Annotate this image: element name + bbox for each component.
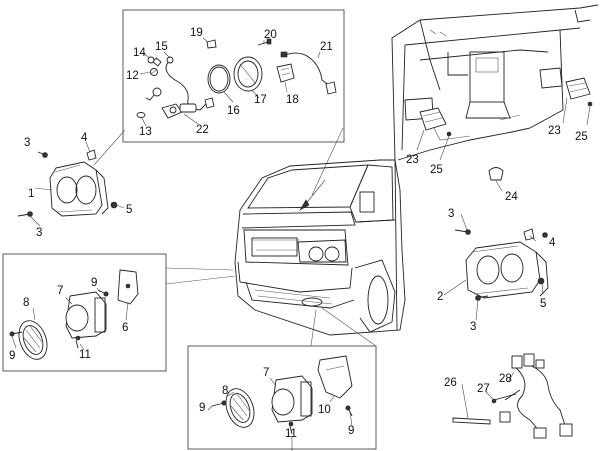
callout-3-left-bottom: 3	[36, 227, 42, 239]
nut-5-left	[110, 201, 118, 209]
callout-1: 1	[28, 188, 34, 200]
relay-18	[276, 63, 295, 83]
callout-4-right: 4	[549, 237, 556, 249]
fog-ring-8-right	[225, 388, 255, 428]
nut-5-right-cab	[542, 232, 548, 238]
bulb-13	[136, 112, 146, 118]
reflector-17	[233, 56, 263, 92]
callout-17: 17	[254, 94, 267, 106]
callout-22: 22	[196, 124, 209, 136]
callout-9-right-ring: 9	[199, 402, 205, 414]
screw-20	[257, 38, 272, 46]
callout-27: 27	[477, 383, 490, 395]
leader-box-to-foglamp	[310, 307, 377, 347]
headlamp-1	[49, 161, 109, 217]
screw-9-right-bracket	[345, 405, 353, 417]
callout-3-right-bottom: 3	[470, 321, 476, 333]
ring-16	[207, 64, 231, 94]
callout-7-left: 7	[57, 285, 63, 297]
screw-11-right	[288, 421, 294, 435]
socket-bulb-cluster	[145, 87, 162, 101]
leader-box-to-bumper	[165, 267, 236, 285]
cap-19	[206, 39, 217, 49]
bracket-10-right	[317, 355, 353, 399]
screw-9-right-ring	[211, 400, 227, 407]
bulb-14	[147, 56, 162, 67]
screw-3-left-top	[37, 151, 48, 158]
bulb-22	[161, 103, 197, 119]
callout-19: 19	[190, 27, 203, 39]
van-drawing	[234, 159, 406, 336]
callout-3-left-top: 3	[24, 137, 30, 149]
leader-box-to-windshield	[311, 127, 344, 196]
callout-10: 10	[318, 404, 331, 416]
screw-3-left-bottom	[17, 211, 33, 217]
callout-9-right-bracket: 9	[348, 425, 354, 437]
leader-box-to-headlamp	[93, 129, 126, 166]
wiring-21	[280, 51, 337, 95]
callout-numbers: 1 2 3 3 3 3 4 4 5 5 5 6 7 7 8 8 9 9 9 9 …	[9, 27, 588, 440]
cab-interior-drawing	[391, 4, 599, 161]
fog-lamp-7-left	[65, 291, 107, 339]
callout-2: 2	[437, 291, 443, 303]
clip-24	[488, 167, 504, 192]
callout-18: 18	[286, 94, 299, 106]
callout-7-right: 7	[263, 367, 269, 379]
callout-14: 14	[133, 47, 146, 59]
callout-8-left: 8	[23, 297, 29, 309]
fog-ring-8-left	[18, 320, 48, 360]
fog-lamp-7-right	[271, 375, 313, 423]
callout-12: 12	[126, 70, 139, 82]
clip-4-left	[86, 149, 97, 161]
bracket-6-left	[117, 269, 139, 305]
bulb-12	[149, 68, 158, 76]
callout-25-left: 25	[430, 164, 443, 176]
bulb-components-box	[122, 9, 345, 143]
harness-28	[499, 353, 573, 439]
windshield-arrow	[299, 179, 326, 211]
callout-20: 20	[264, 29, 277, 41]
callout-24: 24	[505, 191, 518, 203]
screw-3-right-top	[454, 229, 471, 235]
callout-25-right: 25	[575, 131, 588, 143]
callout-15: 15	[155, 41, 168, 53]
callout-13: 13	[139, 126, 152, 138]
callout-16: 16	[227, 105, 240, 117]
callout-23-right: 23	[548, 125, 561, 137]
callout-21: 21	[320, 41, 333, 53]
callout-5-left: 5	[126, 204, 132, 216]
callout-6: 6	[122, 322, 128, 334]
callout-5-right: 5	[540, 298, 546, 310]
nut-5-right-top	[537, 277, 545, 285]
wiring-15	[165, 56, 215, 111]
headlamp-2	[465, 241, 549, 299]
tube-26	[452, 417, 491, 425]
control-module-23-right	[562, 77, 591, 124]
left-foglamp-box	[2, 253, 167, 372]
callout-28: 28	[499, 373, 512, 385]
callout-11-left: 11	[79, 349, 91, 361]
callout-9-left-ring: 9	[9, 350, 15, 362]
screw-11-left	[75, 335, 81, 349]
callout-3-right-top: 3	[448, 208, 454, 220]
callout-23-left: 23	[406, 154, 419, 166]
callout-26: 26	[444, 377, 457, 389]
callout-4-left: 4	[81, 132, 88, 144]
screw-25	[439, 101, 593, 161]
callout-9-left-bracket: 9	[91, 277, 97, 289]
leader-lines	[11, 37, 544, 451]
control-module-23-left	[416, 107, 447, 151]
callout-11-right: 11	[285, 428, 297, 440]
callout-8-right: 8	[222, 385, 228, 397]
right-foglamp-box	[187, 345, 377, 450]
